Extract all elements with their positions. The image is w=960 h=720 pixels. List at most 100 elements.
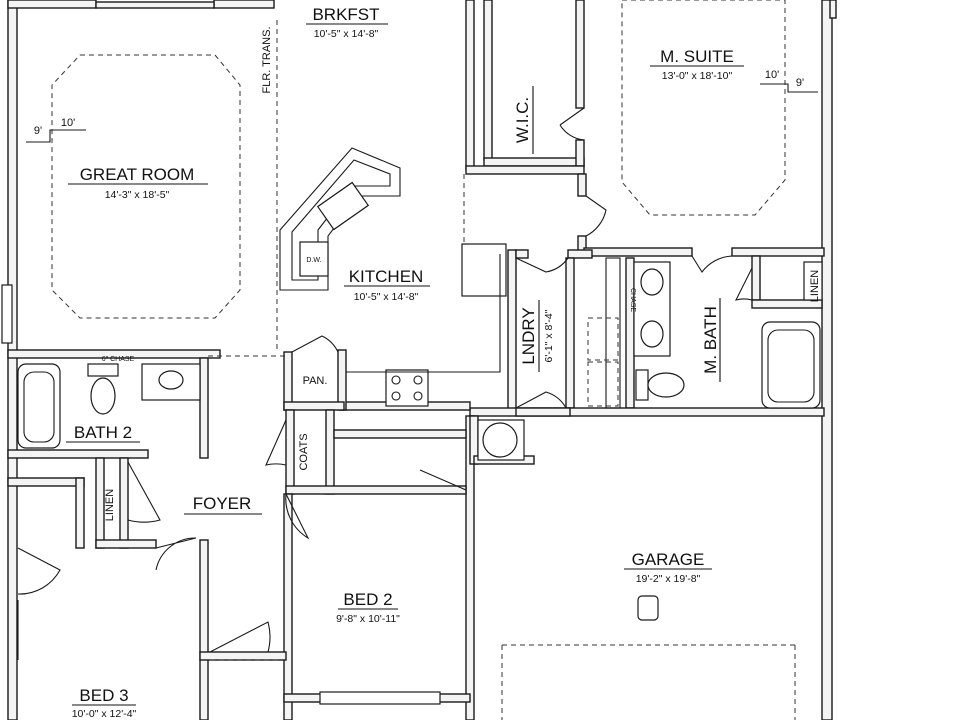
mbath-door: [691, 255, 733, 273]
bath2-name: BATH 2: [74, 423, 132, 442]
laundry-west-wall: [507, 249, 517, 411]
dishwasher-label: D.W.: [306, 257, 321, 264]
pantry-south-wall: [283, 401, 345, 411]
pantry-label: PAN.: [303, 375, 328, 387]
wic-name: W.I.C.: [513, 97, 532, 143]
kitchen-sink: [316, 181, 370, 231]
kitchen-back-counter: [346, 254, 501, 373]
bed2-west-wall: [283, 493, 293, 720]
bed2-dim: 9'-8" x 10'-11": [336, 613, 400, 625]
bed2-north-wall: [285, 485, 467, 495]
m-bath-name: M. BATH: [701, 306, 720, 374]
pantry-east-wall: [337, 349, 347, 411]
suite-south-wall-b: [731, 247, 825, 257]
fixtures: 6" CHASE: [17, 257, 823, 621]
bed3-east-wall: [199, 539, 209, 720]
wic-east-wall-lower: [575, 139, 585, 167]
burner-3: [391, 391, 401, 401]
m-bath-sink-1: [640, 268, 664, 296]
dashed-lines: [51, 0, 796, 720]
flr-trans-label: FLR. TRANS.: [261, 26, 273, 93]
m-chase-label: CHASE: [629, 288, 636, 312]
right-exterior-wall: [821, 0, 833, 720]
coats-west-wall: [285, 409, 295, 495]
bath2-tub-inner: [23, 371, 55, 443]
garage-north-wall: [469, 407, 825, 417]
burner-1: [391, 375, 401, 385]
bed2-name: BED 2: [343, 590, 392, 609]
mbath-west-wall: [625, 257, 635, 409]
great-room-dim: 14'-3" x 18'-5": [105, 189, 170, 201]
foyer-name: FOYER: [193, 494, 252, 513]
garage-opener: [637, 595, 659, 621]
bath2-toilet-bowl: [90, 377, 116, 415]
foyer-south-wall: [199, 651, 287, 661]
laundry-north-wall-b: [567, 249, 593, 259]
great-room-ceiling-step: [26, 129, 86, 143]
linen-west-wall: [751, 255, 761, 301]
top-wall-mid: [213, 0, 275, 9]
bath2-north-wall: [7, 349, 221, 359]
room-labels: BRKFST 10'-5" x 14'-8" GREAT ROOM 14'-3"…: [66, 5, 744, 720]
walls: [1, 0, 837, 720]
suite-west-wall: [465, 0, 475, 171]
ceiling-markers: 9' 10' 10' 9': [26, 69, 818, 143]
front-door: [209, 621, 271, 653]
washer: [587, 317, 619, 361]
burner-4: [413, 391, 423, 401]
hall-north-wall: [465, 165, 585, 175]
bed3-name: BED 3: [79, 686, 128, 705]
linen-west-wall-2: [95, 457, 105, 549]
pantry-door: [291, 335, 339, 353]
suite-door: [585, 195, 607, 237]
kitchen: D.W.: [279, 147, 507, 407]
m-suite-tray-ceiling: [621, 0, 786, 216]
left-exterior-wall: [7, 0, 18, 720]
garage-dim: 19'-2" x 19'-8": [636, 573, 701, 585]
m-bath-toilet-tank: [635, 369, 649, 401]
water-heater: [482, 422, 518, 458]
garage-north-wall-b: [515, 407, 571, 417]
linen-door: [734, 267, 753, 301]
bath2-toilet-tank: [87, 363, 119, 377]
kitchen-name: KITCHEN: [349, 267, 424, 286]
range: [385, 369, 429, 407]
bed2-door: [285, 493, 310, 540]
coats-east-wall: [325, 409, 335, 495]
brkfst-name: BRKFST: [312, 5, 379, 24]
bed3-dim: 10'-0" x 12'-4": [72, 708, 137, 720]
bath2-linen-label: LINEN: [104, 489, 116, 521]
bath2-sink: [158, 370, 184, 390]
linen-east-wall-2: [119, 457, 129, 549]
great-room-name: GREAT ROOM: [80, 165, 195, 184]
m-bath-tub: [761, 321, 821, 409]
bath2-tub: [17, 363, 61, 449]
bed2-closet-door: [419, 469, 467, 491]
bed2-window: [319, 691, 441, 705]
great-room-tray-ceiling: [51, 54, 241, 319]
m-linen-shelf: [803, 261, 823, 301]
m-suite-dim: 13'-0" x 18'-10": [662, 70, 733, 82]
lndry-dim: 6'-1" x 8'-4": [543, 309, 555, 362]
wic-east-wall: [575, 0, 585, 109]
small-labels: FLR. TRANS. PAN. COATS LINEN LINEN CHASE: [104, 26, 821, 521]
dryer: [587, 361, 619, 407]
bath2-chase-label: 6" CHASE: [102, 356, 135, 363]
kitchen-dim: 10'-5" x 14'-8": [354, 291, 419, 303]
dishwasher: [299, 241, 329, 277]
laundry-north-wall-a: [515, 249, 529, 259]
garage-laundry-door: [515, 391, 567, 409]
bed3-closet-door: [17, 547, 61, 595]
top-wall-left: [7, 0, 97, 9]
great-room-ceiling-high: 10': [61, 117, 75, 129]
m-suite-name: M. SUITE: [660, 47, 734, 66]
refrigerator: [461, 243, 507, 297]
lndry-name: LNDRY: [519, 307, 538, 364]
wic-west-wall: [483, 0, 493, 161]
coats-door: [265, 419, 287, 466]
brkfst-dim: 10'-5" x 14'-8": [314, 28, 379, 40]
water-heater-wall: [333, 429, 467, 439]
coats-label: COATS: [298, 433, 310, 470]
bed3-closet-top: [7, 477, 85, 487]
laundry-door: [515, 257, 569, 273]
